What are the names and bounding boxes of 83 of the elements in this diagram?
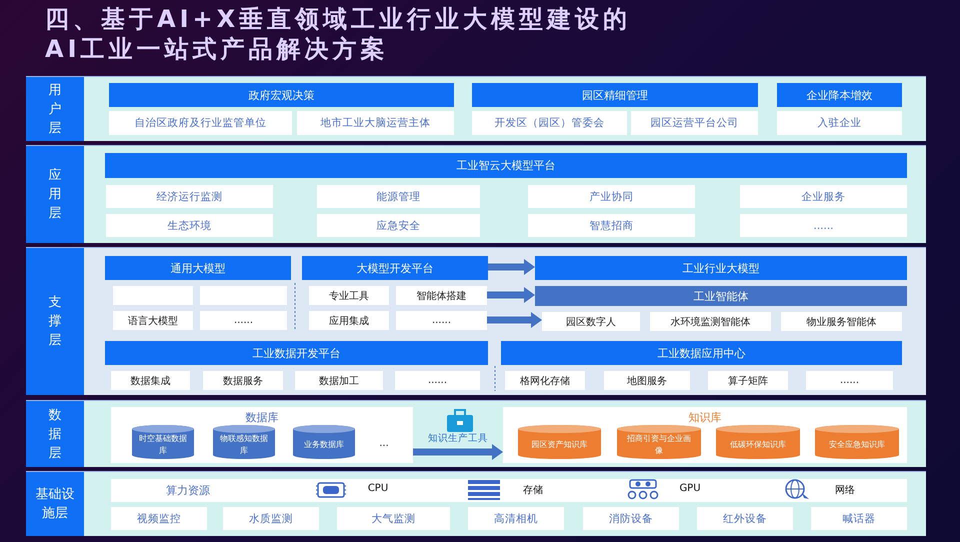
item-box: ...... [200,311,287,330]
category-header: 通用大模型 [105,256,291,280]
arrow [488,259,535,275]
item-box: 格网化存储 [505,371,585,390]
item-box: 园区数字人 [542,312,640,331]
item-box: 地图服务 [604,371,690,390]
slide-title: 四、基于AI+X垂直领域工业行业大模型建设的AI工业一站式产品解决方案 [45,4,632,64]
item-box: 开发区（园区）管委会 [472,111,627,135]
category-header: 园区精细管理 [472,83,758,107]
layer-label: 用户层 [26,77,84,141]
item-box: 自治区政府及行业监管单位 [109,111,292,135]
item-box: 消防设备 [583,507,679,530]
item-box: 数据服务 [203,371,283,390]
database-cylinder: 时空基础数据库 [132,425,194,459]
item-box: 园区运营平台公司 [631,111,758,135]
item-box: 能源管理 [317,185,480,208]
database-cylinder: 安全应急知识库 [815,425,899,459]
database-cylinder: 物联感知数据库 [213,425,275,459]
item-box: 生态环境 [106,214,273,237]
item-box: 喊话器 [811,507,907,530]
layer-band [26,471,926,536]
ellipsis: ... [378,438,390,449]
item-box: 红外设备 [697,507,793,530]
item-box: 专业工具 [309,286,389,305]
database-cylinder: 低碳环保知识库 [716,425,800,459]
resource-strip [111,479,907,502]
layer-label: 基础设施层 [26,472,84,536]
resource-label: GPU [678,483,702,494]
item-box: ...... [806,371,893,390]
resource-label: CPU [366,483,390,494]
item-box: 高清相机 [468,507,564,530]
item-box: 智慧招商 [528,214,695,237]
panel-title: 数据库 [244,410,280,425]
item-box: 大气监测 [337,507,450,530]
category-header: 工业数据应用中心 [501,341,902,365]
item-box: 水环境监测智能体 [650,312,771,331]
item-box: 数据加工 [295,371,383,390]
category-header: 工业数据开发平台 [105,341,488,365]
database-cylinder: 招商引资与企业画像 [617,425,701,459]
arrow [487,287,535,303]
item-box: 语言大模型 [113,311,193,330]
item-box: 数据集成 [111,371,190,390]
database-cylinder: 园区资产知识库 [518,425,601,459]
panel-title: 知识库 [688,410,722,425]
item-box [113,286,193,305]
resource-label: 存储 [522,484,544,497]
item-box: 智能体搭建 [396,286,487,305]
layer-band [26,400,926,467]
item-box: ...... [740,214,907,237]
item-box: 视频监控 [111,507,207,530]
layer-band [26,76,926,141]
tool-label: 知识生产工具 [427,432,489,445]
item-box: 物业服务智能体 [781,312,902,331]
resource-label: 算力资源 [165,483,211,498]
category-header: 企业降本增效 [777,83,902,107]
layer-band [26,247,926,395]
database-cylinder: 业务数据库 [293,425,355,459]
layer-label: 应用层 [26,146,84,243]
item-box: 企业服务 [740,185,907,208]
layer-band [26,145,926,243]
item-box: 经济运行监测 [106,185,273,208]
storage-panel [503,407,907,463]
arrow [413,444,503,460]
item-box: 入驻企业 [777,111,902,135]
item-box: 应急安全 [317,214,480,237]
category-header: 大模型开发平台 [302,256,488,280]
item-box [200,286,287,305]
layer-label: 数据层 [26,401,84,467]
item-box: ...... [395,371,480,390]
item-box: ...... [396,311,487,330]
category-header: 工业行业大模型 [535,256,907,280]
arrow [487,312,542,328]
category-header: 工业智云大模型平台 [105,153,907,178]
item-box: 应用集成 [309,311,389,330]
layer-label: 支撑层 [26,248,84,395]
item-box: 地市工业大脑运营主体 [297,111,454,135]
category-header: 工业智能体 [535,286,907,306]
storage-panel [111,407,413,463]
item-box: 水质监测 [223,507,319,530]
resource-label: 网络 [834,484,856,497]
item-box: 产业协同 [528,185,695,208]
category-header: 政府宏观决策 [109,83,454,107]
item-box: 算子矩阵 [708,371,788,390]
